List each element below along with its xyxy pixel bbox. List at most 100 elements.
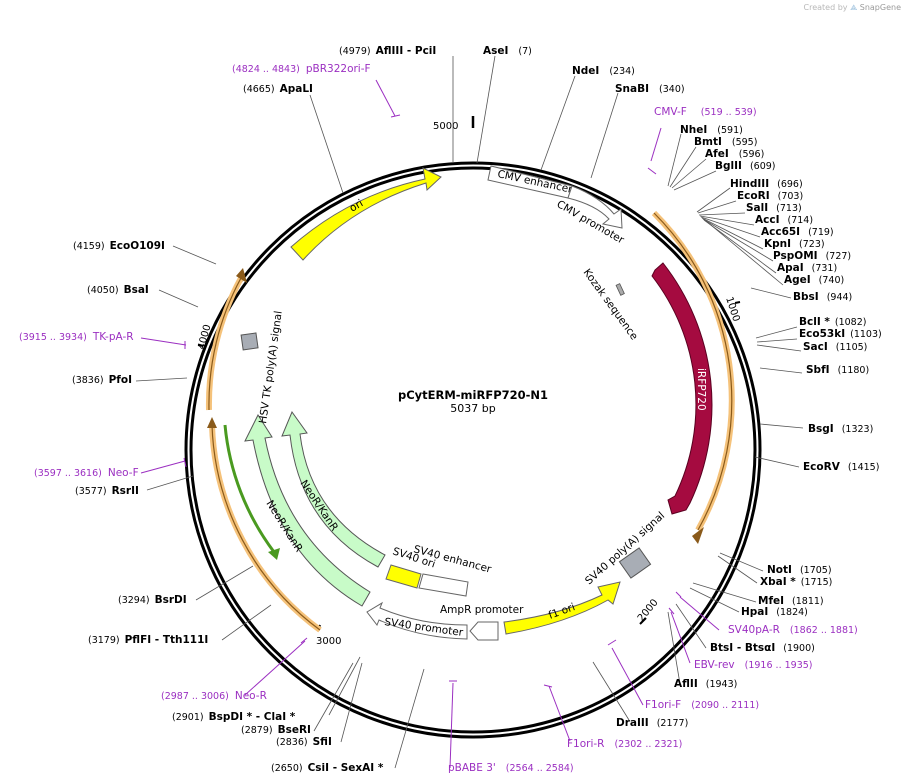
svg-text:BsgI(1323): BsgI(1323): [808, 423, 873, 435]
site-pos-ageI: (740): [819, 275, 845, 286]
sv40-promoter-shape[interactable]: [366, 601, 468, 640]
svg-text:(3836)PfoI: (3836)PfoI: [72, 374, 132, 386]
svg-text:BtsI - BtsαI(1900): BtsI - BtsαI(1900): [710, 642, 815, 654]
site-pos-bsrDI: (3294): [118, 595, 150, 606]
site-name-btsI[interactable]: BtsI - BtsαI: [710, 642, 775, 654]
site-name-pflFI[interactable]: PflFI - Tth111I: [125, 634, 209, 646]
svg-text:(4979)AflIII - PciI: (4979)AflIII - PciI: [339, 45, 436, 57]
site-name-rsrII[interactable]: RsrII: [112, 485, 139, 497]
site-name-acc65I[interactable]: Acc65I: [761, 226, 800, 238]
cmv-promoter-shape[interactable]: [567, 185, 623, 229]
site-name-pfoI[interactable]: PfoI: [109, 374, 132, 386]
kozak-shape[interactable]: [615, 283, 625, 296]
neor-outer-shape[interactable]: [244, 413, 371, 607]
svg-text:NotI(1705): NotI(1705): [767, 564, 832, 576]
primer-name-sv40par[interactable]: SV40pA-R: [728, 624, 780, 636]
site-name-notI[interactable]: NotI: [767, 564, 792, 576]
svg-text:Acc65I(719): Acc65I (719): [761, 226, 834, 238]
primer-name-tkpar[interactable]: TK-pA-R: [92, 331, 134, 343]
site-name-bspDI[interactable]: BspDI * - ClaI *: [209, 711, 296, 723]
site-name-csiI[interactable]: CsiI - SexAI *: [308, 762, 384, 774]
primer-pos-ebvrev: (1916 .. 1935): [745, 660, 813, 671]
svg-text:(3179)PflFI - Tth111I: (3179) PflFI - Tth111I: [88, 634, 208, 646]
site-name-pspOMI[interactable]: PspOMI: [773, 250, 818, 262]
site-name-bmtI[interactable]: BmtI: [694, 136, 722, 148]
site-name-xbaI[interactable]: XbaI *: [760, 576, 796, 588]
site-name-salI[interactable]: SalI: [746, 202, 768, 214]
site-name-sbfI[interactable]: SbfI: [806, 364, 830, 376]
site-name-nheI[interactable]: NheI: [680, 124, 707, 136]
sv40-ori-shape[interactable]: [385, 564, 422, 589]
ori-shape[interactable]: [290, 167, 442, 261]
primer-name-ebvrev[interactable]: EBV-rev: [694, 659, 735, 671]
site-name-hpaI[interactable]: HpaI: [741, 606, 768, 618]
site-name-bsgI[interactable]: BsgI: [808, 423, 834, 435]
site-pos-rsrII: (3577): [75, 486, 107, 497]
svg-text:EBV-rev(1916 .. 1935): EBV-rev (1916 .. 1935): [694, 659, 813, 671]
irfp720-shape[interactable]: [651, 262, 713, 515]
site-name-bglII[interactable]: BglII: [715, 160, 742, 172]
site-pos-acc65I: (719): [808, 227, 834, 238]
site-name-bseRI[interactable]: BseRI: [278, 724, 311, 736]
site-name-eco53kI[interactable]: Eco53kI: [799, 328, 845, 340]
site-name-aflIII[interactable]: AflIII - PciI: [376, 45, 437, 57]
site-name-apaLI[interactable]: ApaLI: [280, 83, 313, 95]
svg-text:SalI(713): SalI(713): [746, 202, 802, 214]
site-name-ndeI[interactable]: NdeI: [572, 65, 599, 77]
snapgene-credit: Created by ⟁ SnapGene: [804, 3, 902, 13]
primer-name-neor[interactable]: Neo-R: [235, 690, 267, 702]
svg-text:(4824 .. 4843)pBR322ori-F: (4824 .. 4843)pBR322ori-F: [232, 63, 371, 75]
site-pos-hindIII: (696): [777, 179, 803, 190]
ori-label: ori: [348, 197, 366, 214]
site-name-hindIII[interactable]: HindIII: [730, 178, 769, 190]
site-name-apaI[interactable]: ApaI: [777, 262, 804, 274]
primer-name-pbr322[interactable]: pBR322ori-F: [306, 63, 371, 75]
site-name-aseI[interactable]: AseI: [483, 45, 508, 57]
svg-text:CMV-F(519 .. 539): CMV-F(519 .. 539): [654, 106, 757, 118]
site-name-ecoRI[interactable]: EcoRI: [737, 190, 770, 202]
primer-name-f1orif[interactable]: F1ori-F: [645, 699, 681, 711]
site-pos-pflFI: (3179): [88, 635, 120, 646]
primer-name-neof[interactable]: Neo-F: [108, 467, 139, 479]
site-name-draIII[interactable]: DraIII: [616, 717, 649, 729]
site-name-accI[interactable]: AccI: [755, 214, 779, 226]
svg-text:(2836)SfiI: (2836)SfiI: [276, 736, 332, 748]
svg-text:BbsI(944): BbsI (944): [793, 291, 852, 303]
sv40-polya-shape[interactable]: [618, 547, 652, 579]
primer-name-pbabe[interactable]: pBABE 3': [448, 762, 496, 774]
irfp720-label: iRFP720: [695, 368, 707, 411]
svg-text:(2987 .. 3006)Neo-R: (2987 .. 3006) Neo-R: [161, 690, 267, 702]
site-name-sfiI[interactable]: SfiI: [313, 736, 332, 748]
site-name-mfeI[interactable]: MfeI: [758, 595, 784, 607]
svg-text:(2650)CsiI - SexAI *: (2650)CsiI - SexAI *: [271, 762, 384, 774]
ampr-promoter-shape[interactable]: [469, 621, 499, 641]
svg-text:BmtI(595): BmtI(595): [694, 136, 757, 148]
site-name-bbsI[interactable]: BbsI: [793, 291, 819, 303]
site-name-ageI[interactable]: AgeI: [784, 274, 811, 286]
site-name-bsaI[interactable]: BsaI: [124, 284, 149, 296]
site-name-sacI[interactable]: SacI: [803, 341, 828, 353]
sv40-enhancer-shape[interactable]: [418, 573, 469, 597]
primer-name-f1orir[interactable]: F1ori-R: [567, 738, 604, 750]
f1-ori-shape[interactable]: [503, 581, 621, 635]
site-leaders: [135, 55, 804, 769]
neor-inner-shape[interactable]: [281, 410, 386, 568]
site-pos-bbsI: (944): [827, 292, 853, 303]
site-name-afeI[interactable]: AfeI: [705, 148, 729, 160]
neor-inner-label: NeoR/KanR: [298, 478, 341, 533]
tick-3000: 3000: [316, 636, 341, 647]
svg-text:Eco53kI(1103): Eco53kI(1103): [799, 328, 882, 340]
site-name-kpnI[interactable]: KpnI: [764, 238, 791, 250]
site-name-ecoO109I[interactable]: EcoO109I: [110, 240, 165, 252]
site-name-bclI[interactable]: BclI *: [799, 316, 830, 328]
site-name-bsrDI[interactable]: BsrDI: [155, 594, 187, 606]
primer-pos-neor: (2987 .. 3006): [161, 691, 229, 702]
site-name-ecoRV[interactable]: EcoRV: [803, 461, 841, 473]
primer-name-cmvf[interactable]: CMV-F: [654, 106, 687, 118]
site-name-snaBI[interactable]: SnaBI: [615, 83, 649, 95]
site-name-aflII[interactable]: AflII: [674, 678, 698, 690]
hsv-tk-polya-shape[interactable]: [240, 332, 259, 351]
svg-text:XbaI *(1715): XbaI *(1715): [760, 576, 832, 588]
green-orf-arc: [223, 424, 276, 553]
svg-text:(4050)BsaI: (4050)BsaI: [87, 284, 149, 296]
